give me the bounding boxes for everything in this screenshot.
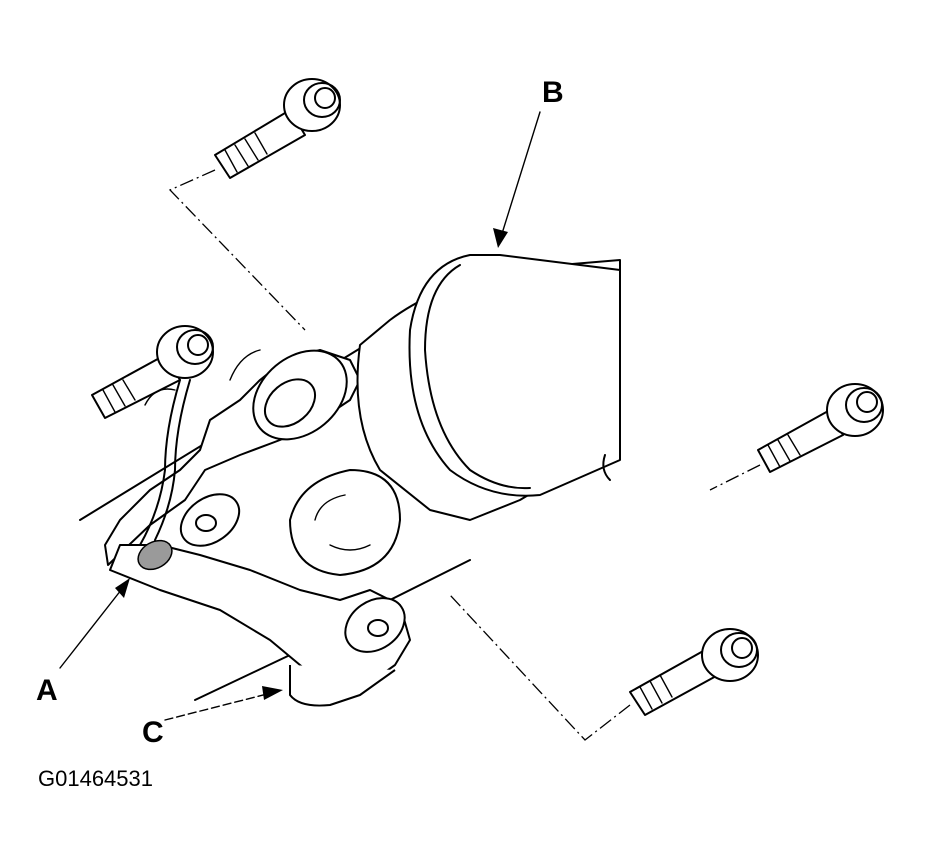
bolt-lower-right: [629, 628, 759, 716]
callout-b: B: [542, 76, 564, 109]
figure-id: G01464531: [38, 766, 153, 791]
bolt-upper-left: [214, 78, 341, 179]
callout-c: C: [142, 716, 164, 749]
bolt-right: [757, 383, 884, 473]
cylinder-housing: [356, 254, 621, 521]
leader-arrows: [59, 111, 541, 721]
mounting-bracket: [104, 349, 411, 707]
guide-lines: [168, 169, 761, 741]
sealant-point: [137, 539, 173, 571]
harness-wire: [139, 379, 191, 546]
callout-a: A: [36, 674, 58, 707]
bolt-middle-left: [91, 325, 214, 419]
